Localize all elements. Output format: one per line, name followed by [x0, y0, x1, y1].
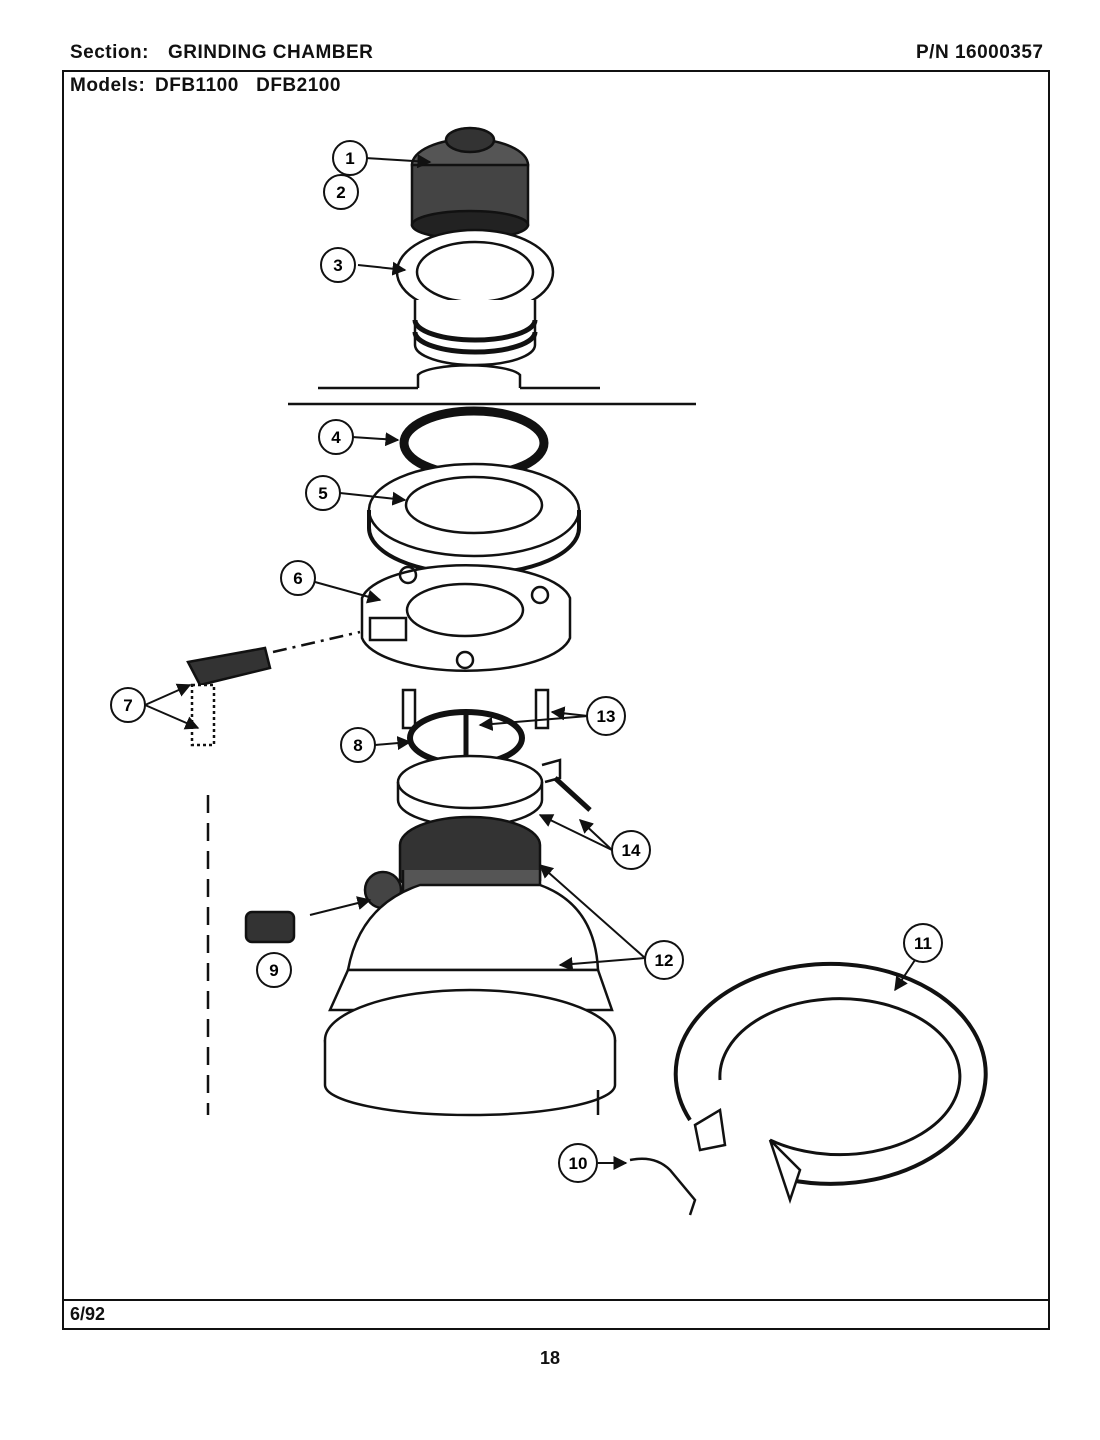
svg-text:2: 2	[336, 183, 345, 202]
svg-text:3: 3	[333, 256, 342, 275]
spring-clip-part	[629, 1157, 697, 1216]
svg-text:10: 10	[569, 1154, 588, 1173]
backup-ring-part	[367, 462, 581, 576]
svg-text:12: 12	[655, 951, 674, 970]
svg-text:11: 11	[914, 934, 932, 953]
callout-12: 12	[644, 940, 684, 980]
revision-date: 6/92	[70, 1304, 106, 1324]
svg-text:8: 8	[353, 736, 362, 755]
models-label: Models:	[70, 75, 146, 96]
stopper-part	[410, 126, 530, 241]
mounting-ring-part	[360, 563, 572, 673]
callout-7: 7	[110, 687, 146, 723]
svg-text:5: 5	[318, 484, 327, 503]
callout-2: 2	[323, 174, 359, 210]
footer-divider	[62, 1299, 1050, 1301]
callout-6: 6	[280, 560, 316, 596]
callout-9: 9	[256, 952, 292, 988]
callout-14: 14	[611, 830, 651, 870]
callout-8: 8	[340, 727, 376, 763]
callout-10: 10	[558, 1143, 598, 1183]
part-number: P/N 16000357	[916, 42, 1044, 63]
callout-4: 4	[318, 419, 354, 455]
svg-text:13: 13	[597, 707, 616, 726]
svg-text:6: 6	[293, 569, 302, 588]
outer-ring-part	[673, 961, 988, 1204]
callout-labels: 1 2 3 4 5 6 7 8 9 10 11 12 13 14	[110, 140, 943, 1183]
diagram-frame	[62, 70, 1050, 1330]
svg-text:14: 14	[622, 841, 641, 860]
leader-lines	[144, 154, 916, 1170]
section-label: Section:	[70, 42, 149, 63]
svg-text:1: 1	[345, 149, 354, 168]
callout-1: 1	[332, 140, 368, 176]
callout-5: 5	[305, 475, 341, 511]
screw-right	[534, 688, 550, 730]
svg-text:9: 9	[269, 961, 278, 980]
clamp-part	[396, 754, 592, 828]
svg-text:4: 4	[331, 428, 341, 447]
section-title: GRINDING CHAMBER	[168, 42, 374, 63]
page-number: 18	[539, 1348, 561, 1368]
sink-cross-section	[288, 364, 696, 406]
models-list: DFB1100 DFB2100	[155, 75, 341, 96]
sink-flange-part	[395, 228, 555, 367]
knockout-plug-part	[244, 910, 296, 944]
callout-11: 11	[903, 923, 943, 963]
svg-text:7: 7	[123, 696, 132, 715]
screw-left	[401, 688, 417, 730]
callout-3: 3	[320, 247, 356, 283]
callout-13: 13	[586, 696, 626, 736]
grinding-chamber-part	[323, 815, 617, 1117]
mounting-screw-part	[186, 630, 361, 1115]
